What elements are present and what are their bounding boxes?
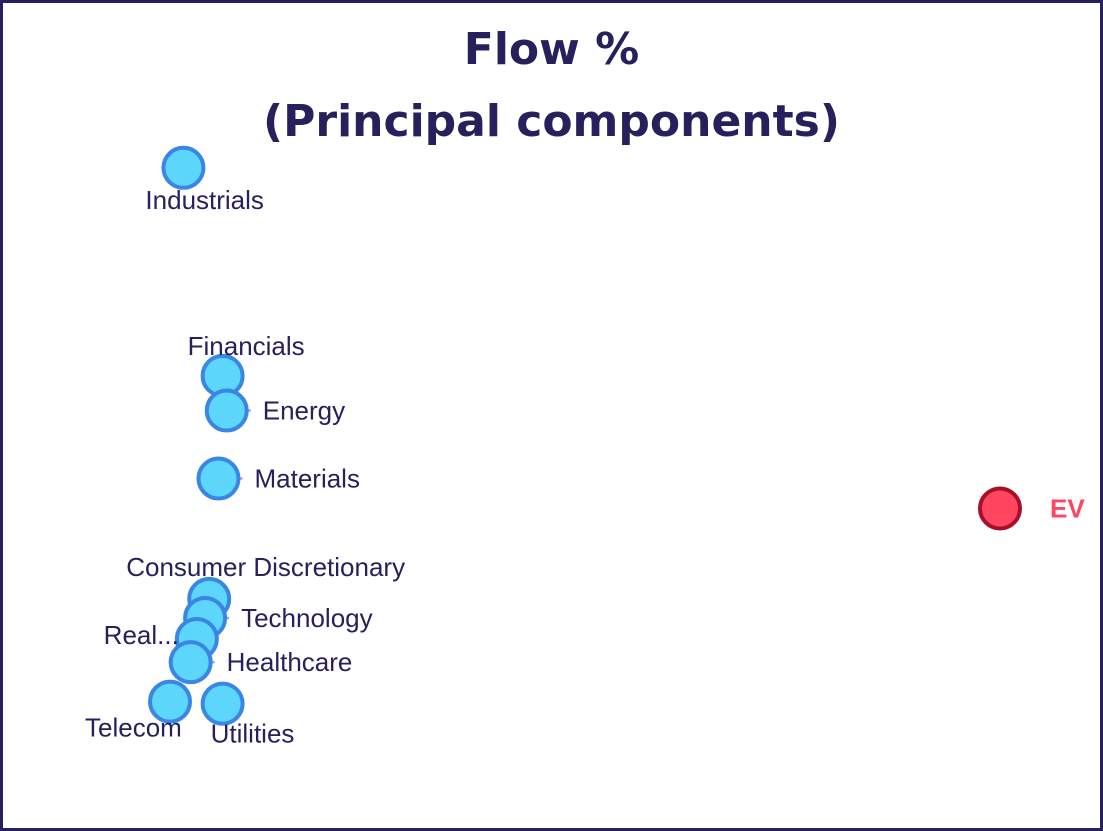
chart-title: Flow % (Principal components) — [0, 14, 1103, 158]
label-real: Real... — [104, 620, 179, 650]
label-financials: Financials — [188, 331, 305, 361]
point-markers — [148, 145, 1022, 726]
label-technology: Technology — [241, 603, 373, 633]
point-energy[interactable] — [204, 388, 249, 433]
chart-title-line-2: (Principal components) — [263, 96, 840, 147]
point-labels: IndustrialsFinancialsEnergyMaterialsCons… — [85, 185, 1085, 749]
point-industrials[interactable] — [161, 145, 206, 190]
point-ev[interactable] — [977, 486, 1022, 531]
label-telecom: Telecom — [85, 713, 182, 743]
point-materials[interactable] — [196, 456, 241, 501]
point-telecom[interactable] — [148, 679, 193, 724]
chart-title-line-1: Flow % — [463, 24, 640, 75]
point-utilities[interactable] — [200, 681, 245, 726]
label-consumer-discretionary: Consumer Discretionary — [126, 552, 405, 582]
label-healthcare: Healthcare — [227, 647, 353, 677]
label-materials: Materials — [254, 464, 359, 494]
label-energy: Energy — [263, 396, 345, 426]
label-utilities: Utilities — [211, 719, 295, 749]
label-ev: EV — [1050, 493, 1085, 523]
point-healthcare[interactable] — [168, 640, 213, 685]
label-industrials: Industrials — [145, 185, 263, 215]
